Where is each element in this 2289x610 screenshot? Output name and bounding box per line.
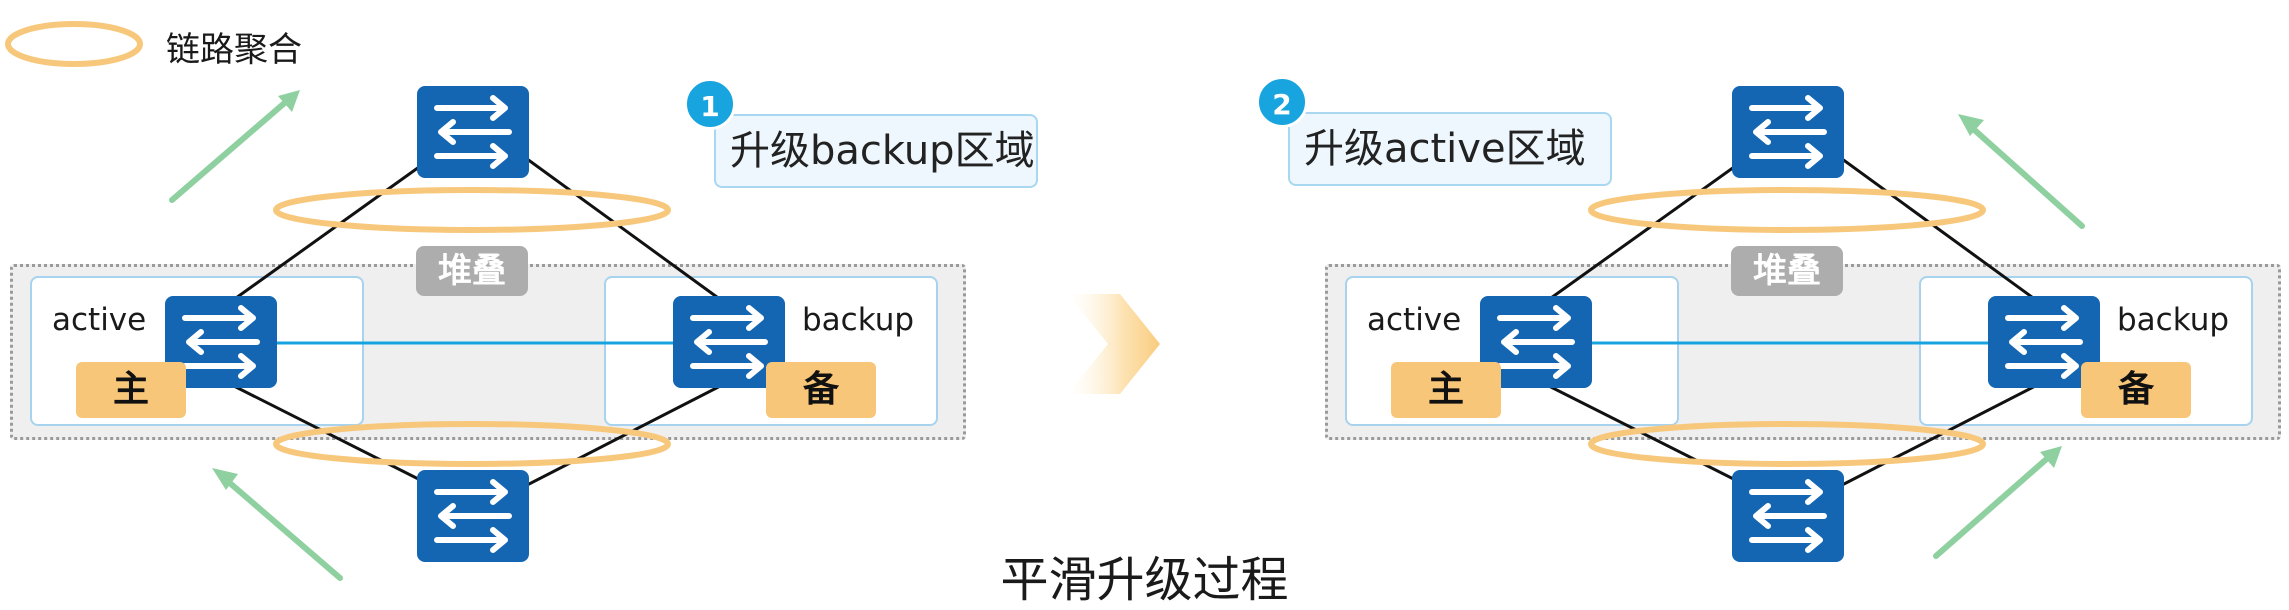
panel-2-stack-label: 堆叠 xyxy=(1731,246,1843,296)
panel-1-top-switch-icon xyxy=(417,86,529,178)
panel-2-standby-badge: 备 xyxy=(2081,362,2191,418)
panel-1-stack-label: 堆叠 xyxy=(416,246,528,296)
panel-2-active-label: active xyxy=(1367,302,1462,338)
legend-label: 链路聚合 xyxy=(166,30,302,70)
panel-1-bottom-aggregation-ring xyxy=(273,421,671,467)
panel-2-callout: 升级active区域 xyxy=(1288,112,1612,186)
panel-2-master-badge: 主 xyxy=(1391,362,1501,418)
diagram-caption: 平滑升级过程 xyxy=(1000,552,1289,608)
panel-1-callout: 升级backup区域 xyxy=(714,114,1038,188)
panel-1-upgrade-arrows xyxy=(169,90,343,581)
panel-2-step-badge: 2 xyxy=(1256,76,1308,128)
panel-1-master-badge: 主 xyxy=(76,362,186,418)
panel-2-upgrade-arrows xyxy=(1933,114,2085,559)
panel-1-active-label: active xyxy=(52,302,147,338)
panel-2-top-aggregation-ring xyxy=(1588,187,1986,233)
transition-arrow-icon xyxy=(1068,294,1160,394)
legend-ring-icon xyxy=(5,21,143,67)
panel-1-top-aggregation-ring xyxy=(273,187,671,233)
panel-2-top-switch-icon xyxy=(1732,86,1844,178)
panel-1-step-badge: 1 xyxy=(684,78,736,130)
panel-1-standby-badge: 备 xyxy=(766,362,876,418)
panel-2-backup-label: backup xyxy=(2117,302,2230,338)
panel-2-bottom-aggregation-ring xyxy=(1588,421,1986,467)
panel-1-backup-label: backup xyxy=(802,302,915,338)
